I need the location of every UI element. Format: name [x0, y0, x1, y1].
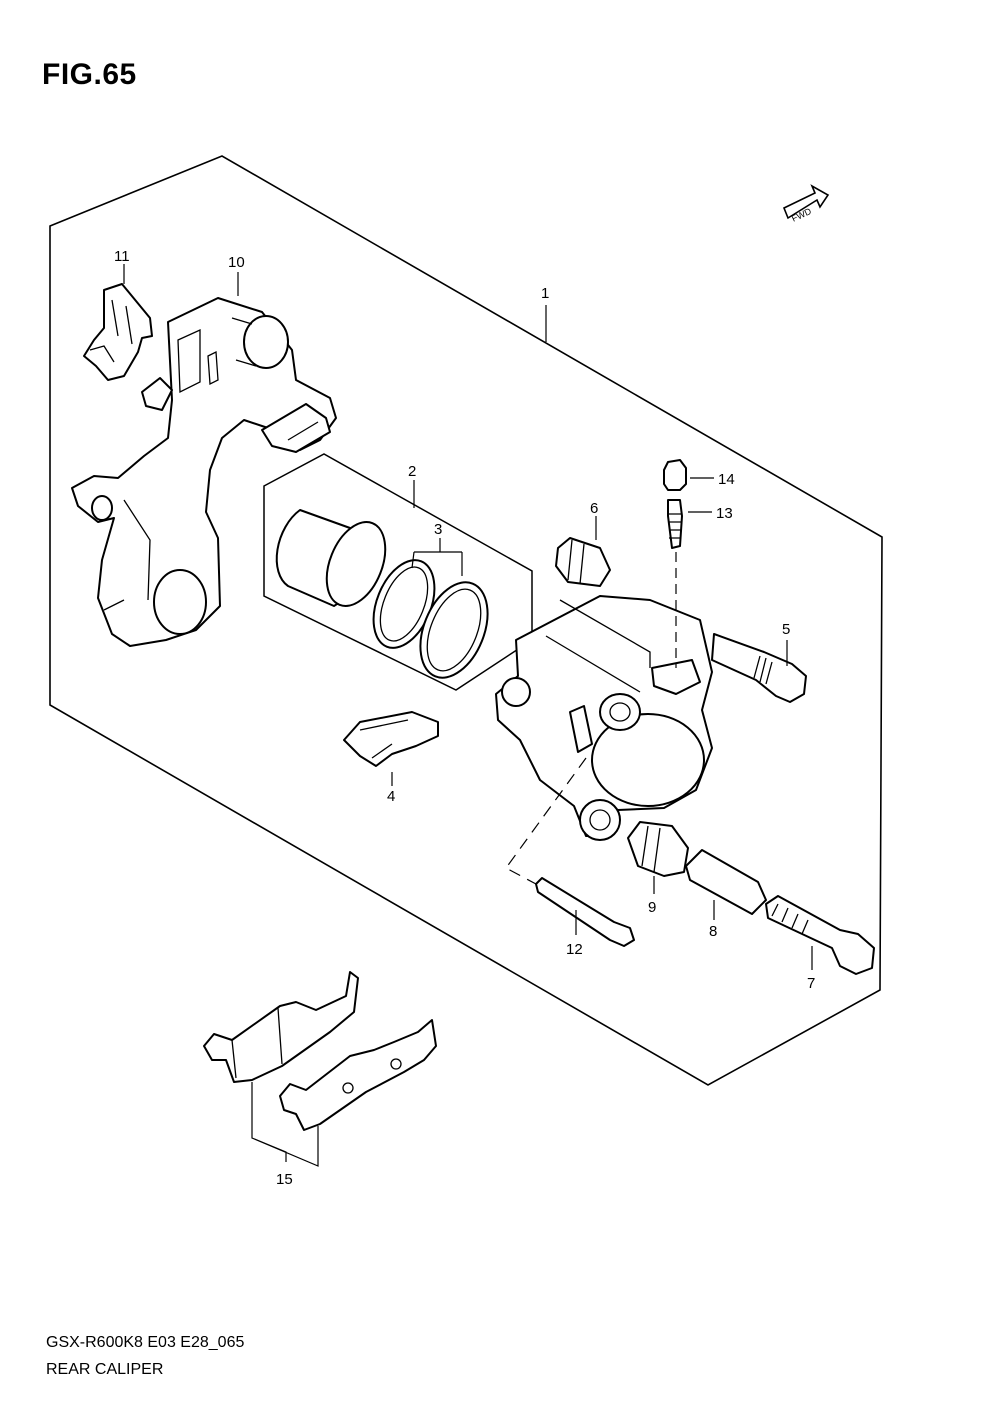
figure-name: REAR CALIPER [46, 1361, 164, 1378]
callout-8: 8 [709, 923, 717, 940]
callout-11: 11 [114, 248, 130, 265]
leader-lines [123, 264, 813, 1167]
part-13-bleeder-screw [667, 499, 683, 668]
callout-12: 12 [566, 941, 583, 958]
callout-labels: 1 2 3 4 5 6 7 8 9 10 11 12 13 14 15 [114, 248, 815, 1188]
figure-title: FIG.65 [42, 58, 137, 91]
part-5-slide-pin [711, 633, 807, 703]
callout-2: 2 [408, 463, 416, 480]
part-8-sleeve [685, 849, 767, 915]
part-9-boot [627, 821, 689, 877]
callout-4: 4 [387, 788, 395, 805]
callout-1: 1 [541, 285, 549, 302]
callout-6: 6 [590, 500, 598, 517]
part-4-pad-retainer [343, 711, 439, 767]
callout-3: 3 [434, 521, 442, 538]
part-14-bleeder-cap [663, 459, 687, 491]
part-1-caliper-body [495, 595, 713, 841]
callout-15: 15 [276, 1171, 293, 1188]
part-11-pad-spring [83, 283, 153, 381]
callout-5: 5 [782, 621, 790, 638]
callout-13: 13 [716, 505, 733, 522]
part-6-boot [555, 537, 611, 587]
model-code: GSX-R600K8 E03 E28_065 [46, 1334, 245, 1351]
part-10-caliper-bracket [71, 297, 337, 647]
callout-7: 7 [807, 975, 815, 992]
callout-10: 10 [228, 254, 245, 271]
callout-9: 9 [648, 899, 656, 916]
assembly-boundary [49, 155, 883, 1086]
fwd-arrow-icon: FWD [782, 184, 830, 224]
part-2-piston-group [263, 453, 533, 691]
part-15-brake-pads [203, 971, 437, 1131]
part-7-bolt [765, 895, 875, 975]
callout-14: 14 [718, 471, 735, 488]
part-12-pad-pin [505, 757, 635, 947]
